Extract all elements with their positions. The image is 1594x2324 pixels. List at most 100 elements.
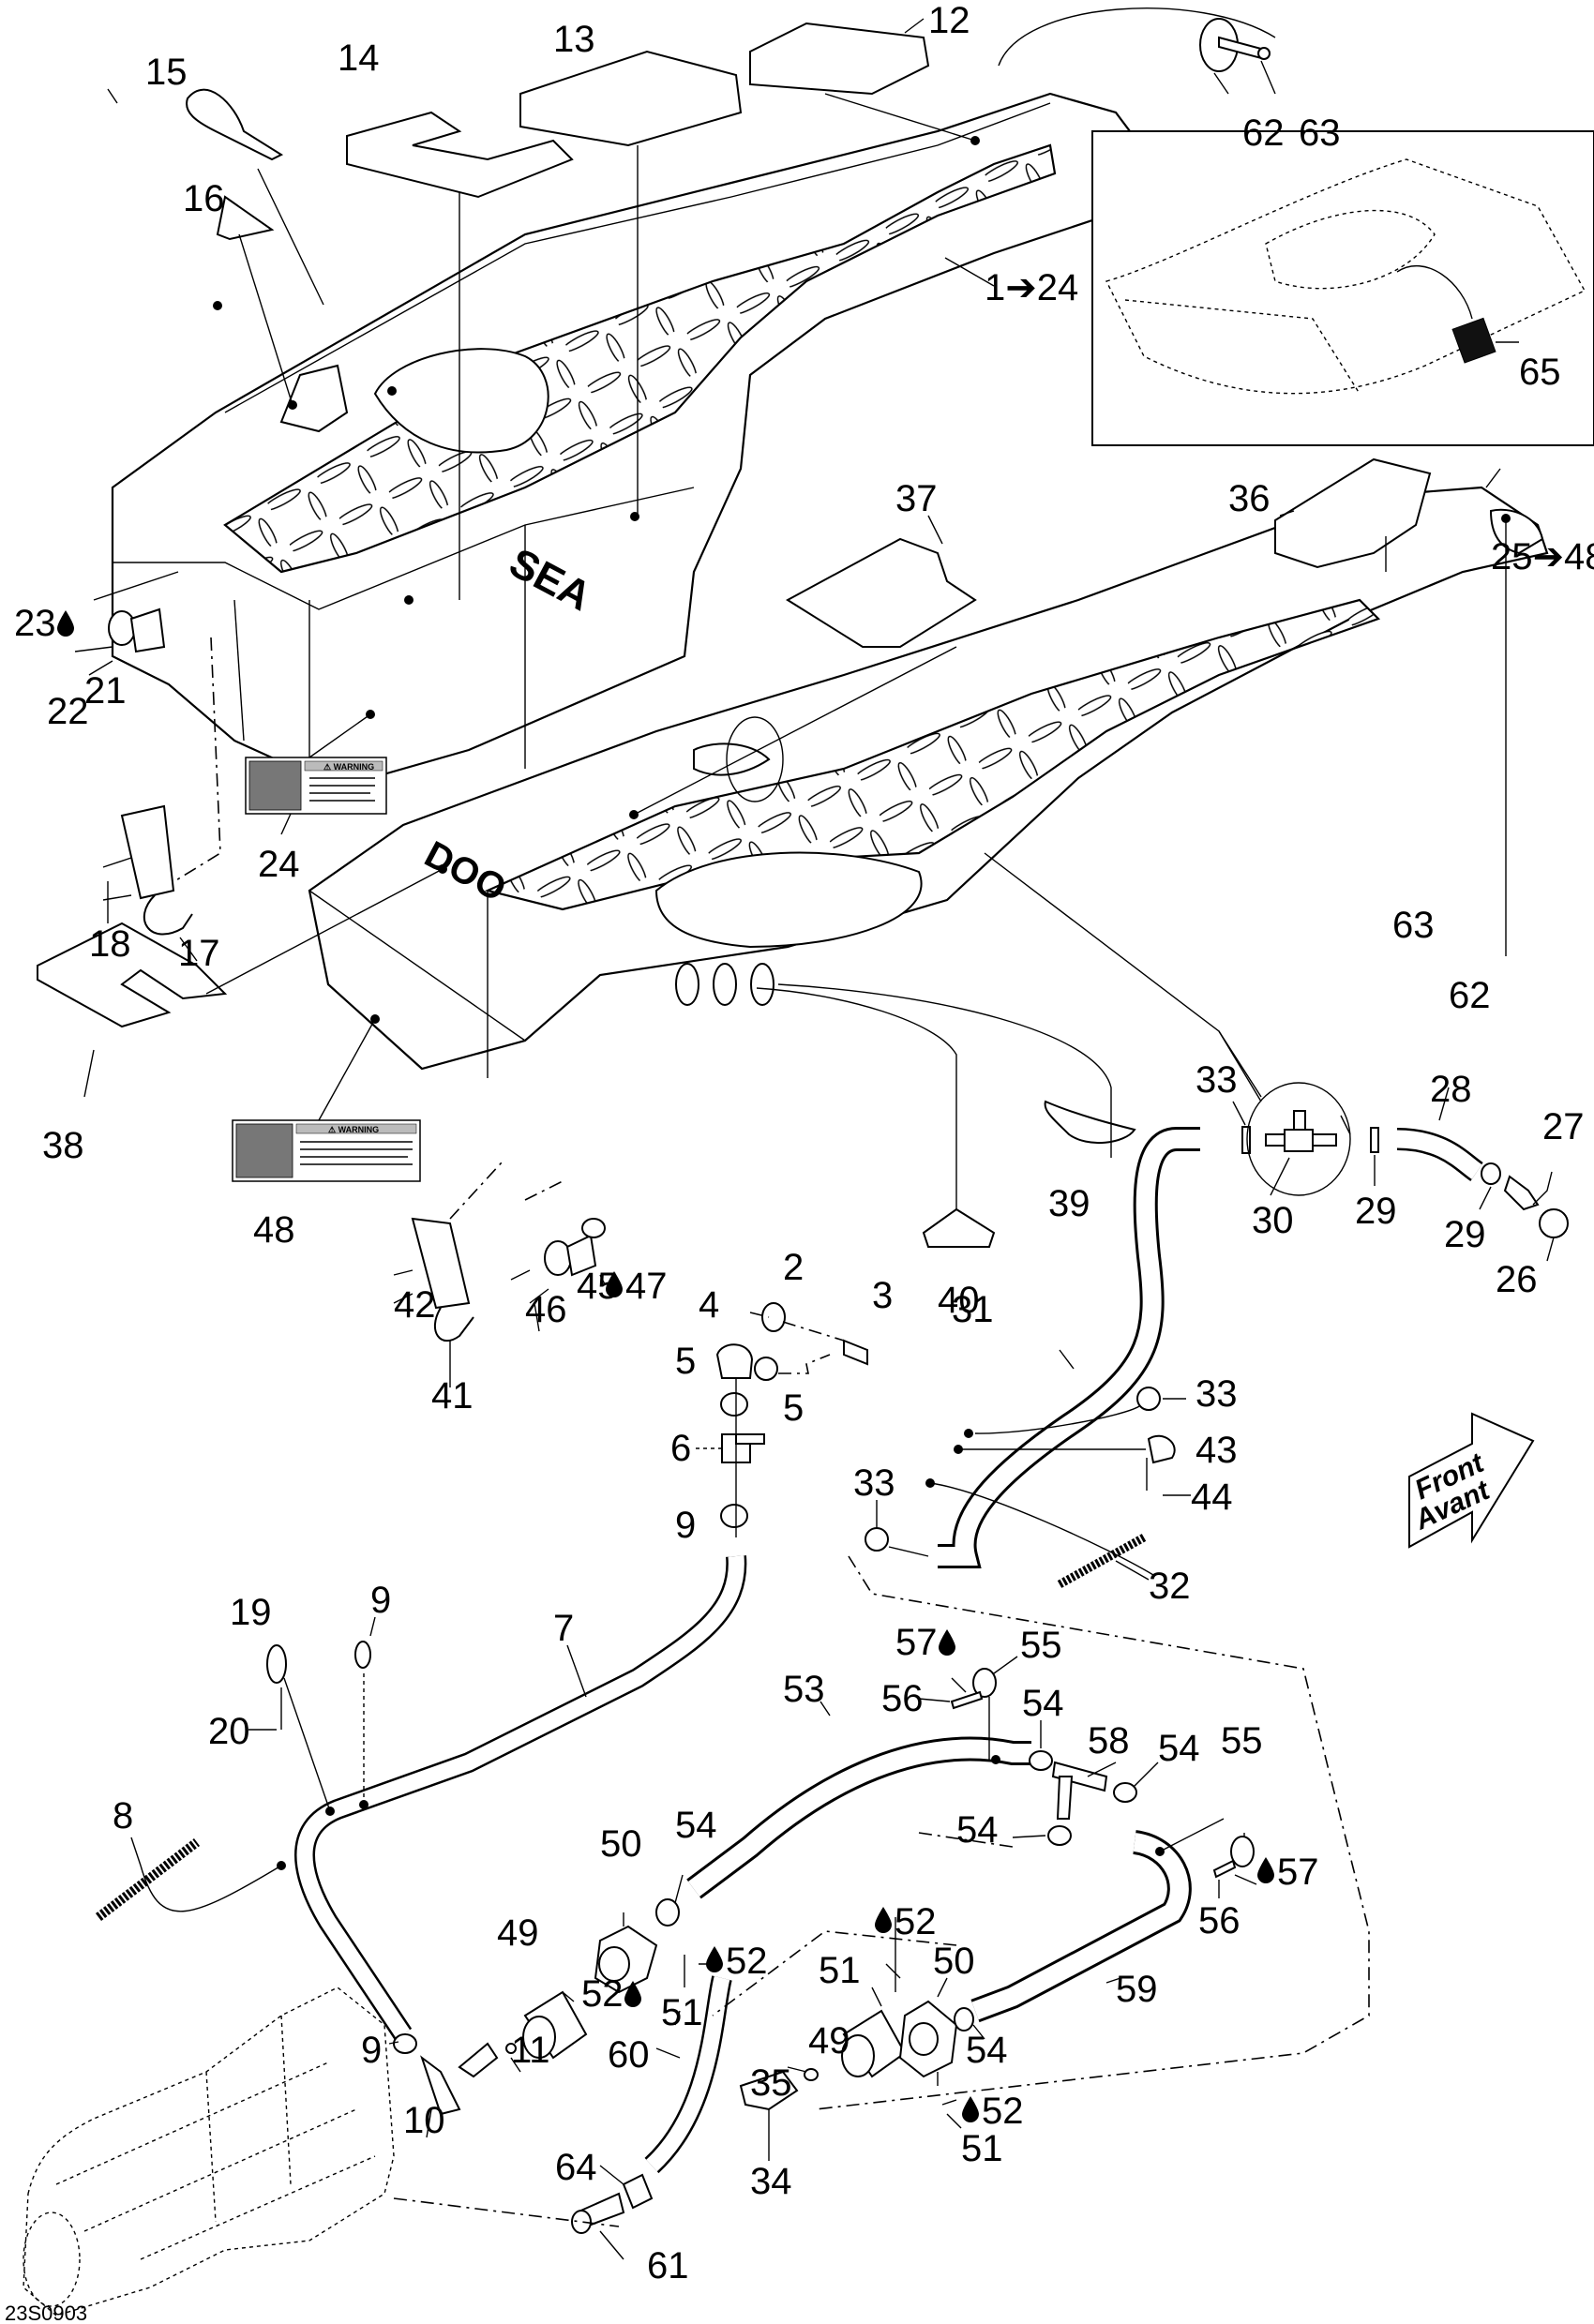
callout-57-top: 57 xyxy=(895,1622,955,1663)
callout-6: 6 xyxy=(670,1428,691,1469)
callout-49-right: 49 xyxy=(808,2020,850,2062)
callout-52-d: 52 xyxy=(962,2091,1024,2132)
callout-24: 24 xyxy=(258,844,300,885)
decal-48-header: ⚠ WARNING xyxy=(328,1125,379,1134)
drop-icon xyxy=(1257,1857,1274,1883)
callout-29-right: 29 xyxy=(1444,1214,1486,1255)
callout-56-top: 56 xyxy=(881,1678,924,1719)
callout-36: 36 xyxy=(1228,478,1271,519)
pad-38 xyxy=(37,922,228,1028)
callout-60: 60 xyxy=(608,2034,650,2076)
callout-47-number: 47 xyxy=(625,1266,668,1307)
callout-12: 12 xyxy=(928,0,970,41)
callout-54-b: 54 xyxy=(1158,1728,1200,1769)
pad-39 xyxy=(1044,1100,1136,1145)
callout-48: 48 xyxy=(253,1209,295,1251)
callout-52-a-number: 52 xyxy=(726,1941,768,1982)
callout-64: 64 xyxy=(555,2147,597,2188)
callout-54-d: 54 xyxy=(675,1805,717,1846)
pad-16 xyxy=(216,195,275,241)
callout-63-right: 63 xyxy=(1392,905,1435,946)
callout-7: 7 xyxy=(553,1608,574,1649)
upper-hull-assembly: SEA ⚠ WARNING xyxy=(74,7,1276,962)
callout-62-top: 62 xyxy=(1242,112,1285,154)
callout-52-b: 52 xyxy=(581,1973,641,2015)
callout-49-left: 49 xyxy=(497,1912,539,1954)
callout-3: 3 xyxy=(872,1275,893,1316)
callout-37: 37 xyxy=(895,478,938,519)
callout-55-right: 55 xyxy=(1221,1720,1263,1762)
callout-50-right: 50 xyxy=(933,1941,975,1982)
callout-1-24: 1➔24 xyxy=(985,267,1078,308)
callout-32: 32 xyxy=(1149,1566,1191,1607)
callout-labels: 15 16 14 13 12 62 63 1➔24 65 37 36 25➔48… xyxy=(5,0,1594,2324)
callout-54-a: 54 xyxy=(1022,1683,1064,1724)
callout-21: 21 xyxy=(84,670,127,712)
callout-51-b: 51 xyxy=(819,1950,861,1991)
warning-decal-24: ⚠ WARNING xyxy=(245,757,387,815)
callout-29-left: 29 xyxy=(1355,1191,1397,1232)
pad-36 xyxy=(1274,457,1432,569)
callout-54-e: 54 xyxy=(966,2030,1008,2071)
callout-9-low: 9 xyxy=(361,2030,382,2071)
callout-26: 26 xyxy=(1496,1259,1538,1300)
drop-icon xyxy=(706,1946,723,1972)
callout-59: 59 xyxy=(1116,1969,1158,2010)
callout-5-right: 5 xyxy=(783,1387,804,1429)
hose-system xyxy=(98,1031,1569,2260)
callout-54-c: 54 xyxy=(956,1809,999,1851)
callout-58: 58 xyxy=(1088,1720,1130,1762)
callout-15: 15 xyxy=(145,52,188,93)
pad-15 xyxy=(186,88,284,161)
front-direction-arrow: Front Avant xyxy=(1408,1412,1535,1549)
callout-20: 20 xyxy=(208,1711,250,1752)
callout-52-a: 52 xyxy=(706,1941,768,1982)
callout-65: 65 xyxy=(1519,352,1561,393)
callout-51-c: 51 xyxy=(961,2128,1003,2169)
callout-33-top: 33 xyxy=(1196,1059,1238,1101)
callout-52-c-number: 52 xyxy=(895,1901,937,1942)
callout-18: 18 xyxy=(89,923,131,965)
callout-55-top: 55 xyxy=(1020,1625,1062,1666)
pad-37 xyxy=(786,537,977,648)
callout-41: 41 xyxy=(431,1375,474,1417)
warning-decal-48: ⚠ WARNING xyxy=(232,1119,421,1182)
callout-23-number: 23 xyxy=(14,603,56,644)
callout-62-right: 62 xyxy=(1449,975,1491,1016)
callout-13: 13 xyxy=(553,19,595,60)
callout-51-a: 51 xyxy=(661,1992,703,2033)
pad-13 xyxy=(519,50,743,147)
callout-50-left: 50 xyxy=(600,1823,642,1865)
callout-44: 44 xyxy=(1191,1477,1233,1518)
callout-42: 42 xyxy=(394,1284,436,1326)
callout-43: 43 xyxy=(1196,1430,1238,1471)
callout-14: 14 xyxy=(338,37,380,79)
callout-2: 2 xyxy=(783,1247,804,1288)
pad-12 xyxy=(749,22,930,96)
drop-icon xyxy=(939,1629,955,1656)
callout-47: 47 xyxy=(606,1266,668,1307)
callout-57-right-number: 57 xyxy=(1277,1852,1319,1893)
callout-16: 16 xyxy=(183,178,225,219)
callout-11: 11 xyxy=(511,2030,550,2071)
lower-hull-assembly: DOO ⚠ WARNING xyxy=(37,457,1549,1387)
callout-9-top: 9 xyxy=(675,1505,696,1546)
decal-24-header: ⚠ WARNING xyxy=(323,762,374,772)
callout-52-d-number: 52 xyxy=(982,2091,1024,2132)
callout-22: 22 xyxy=(47,691,89,732)
drop-icon xyxy=(57,610,74,637)
callout-23: 23 xyxy=(14,603,74,644)
callout-28: 28 xyxy=(1430,1069,1472,1110)
drop-icon xyxy=(875,1907,892,1933)
callout-61: 61 xyxy=(647,2245,689,2287)
callout-30: 30 xyxy=(1252,1200,1294,1241)
drop-icon xyxy=(962,2096,979,2122)
callout-31: 31 xyxy=(952,1289,994,1330)
callout-34: 34 xyxy=(750,2161,792,2202)
callout-40: 40 xyxy=(938,1280,980,1321)
callout-9-mid: 9 xyxy=(370,1580,391,1621)
callout-25-48: 25➔48 xyxy=(1491,536,1594,577)
callout-52-b-number: 52 xyxy=(581,1973,624,2015)
callout-4: 4 xyxy=(699,1284,719,1326)
callout-57-top-number: 57 xyxy=(895,1622,938,1663)
